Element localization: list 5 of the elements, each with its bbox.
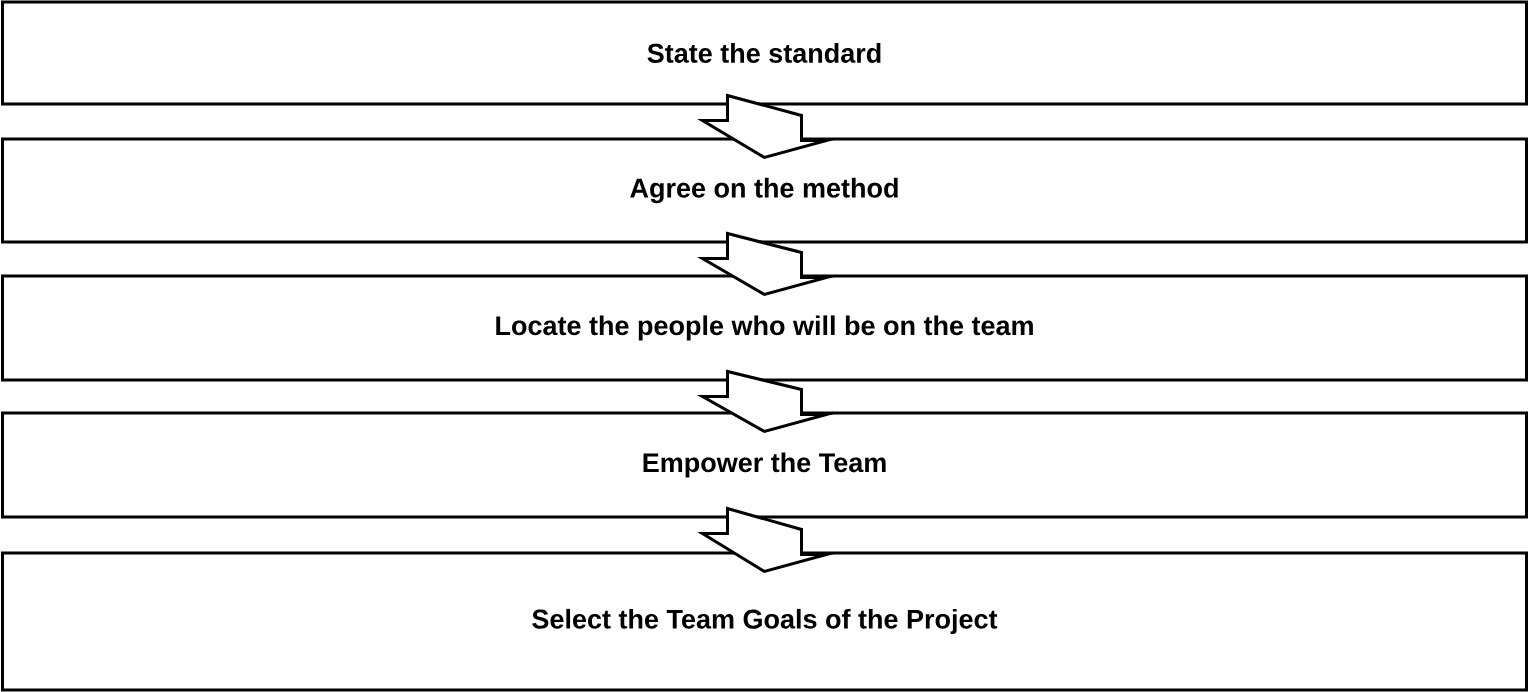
- process-box: Select the Team Goals of the Project: [1, 551, 1528, 692]
- process-box: State the standard: [1, 0, 1528, 106]
- process-box: Agree on the method: [1, 137, 1528, 244]
- process-box: Locate the people who will be on the team: [1, 274, 1528, 382]
- process-box: Empower the Team: [1, 411, 1528, 519]
